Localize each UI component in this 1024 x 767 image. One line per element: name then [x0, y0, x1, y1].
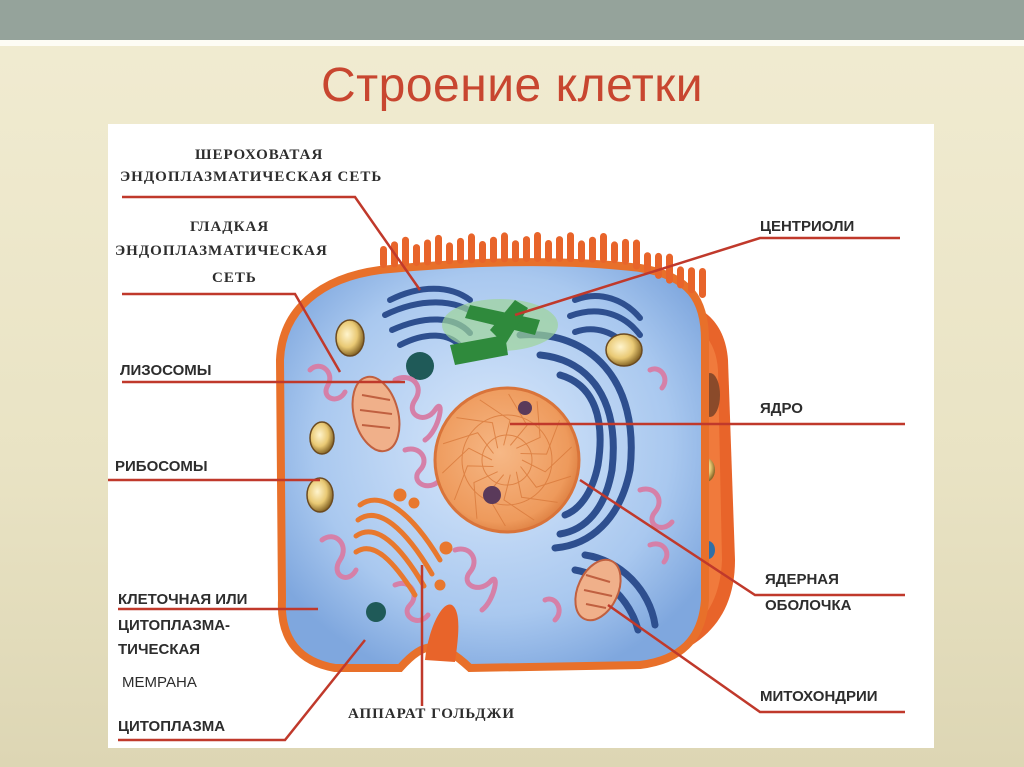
label-smooth-er-line3: СЕТЬ	[212, 270, 257, 286]
microvillus-shape	[578, 240, 585, 263]
chromatin-line	[516, 401, 541, 449]
label-centrioles: ЦЕНТРИОЛИ	[760, 218, 855, 235]
label-nuclear-envelope-line1: ЯДЕРНАЯ	[765, 571, 839, 588]
label-smooth-er-line1: ГЛАДКАЯ	[190, 219, 270, 235]
chromatin-line	[515, 471, 558, 503]
microvillus-shape	[611, 241, 618, 264]
microvillus-shape	[490, 236, 497, 263]
microvillus-shape	[589, 236, 596, 263]
chromatin-line	[456, 417, 499, 449]
centriole-shape	[442, 299, 558, 365]
label-ribosomes: РИБОСОМЫ	[115, 458, 208, 475]
top-divider	[0, 40, 1024, 46]
label-rough-er-line1: ШЕРОХОВАТАЯ	[195, 147, 324, 163]
label-membrane-line1: КЛЕТОЧНАЯ ИЛИ	[118, 591, 248, 608]
nucleolus-shape	[483, 486, 501, 504]
microvillus-shape	[666, 253, 673, 284]
microvillus-shape	[545, 240, 552, 263]
microvillus-shape	[501, 232, 508, 263]
microvillus-shape	[512, 240, 519, 263]
chromatin-line	[520, 419, 561, 455]
slide-title: Строение клетки	[320, 59, 704, 112]
label-nucleus: ЯДРО	[760, 400, 803, 417]
microvillus-shape	[556, 236, 563, 263]
microvillus-shape	[479, 241, 486, 264]
microvillus-shape	[380, 246, 387, 268]
lysosome-shape	[406, 352, 434, 380]
chromatin-ring	[481, 434, 533, 486]
membrane-fold	[425, 604, 459, 662]
chromatin-line	[442, 432, 494, 454]
chromatin-line	[441, 447, 493, 474]
label-mitochondria: МИТОХОНДРИИ	[760, 688, 878, 705]
microvillus-shape	[446, 242, 453, 265]
chromatin-ring	[461, 414, 553, 506]
leader-lines	[108, 195, 905, 742]
microvillus-shape	[655, 252, 662, 279]
microvillus-shape	[633, 239, 640, 270]
microvillus-shape	[468, 233, 475, 264]
microvillus-shape	[622, 238, 629, 265]
label-cytoplasm: ЦИТОПЛАЗМА	[118, 718, 226, 735]
label-smooth-er-line2: ЭНДОПЛАЗМАТИЧЕСКАЯ	[115, 243, 328, 259]
label-membrane-line2: ЦИТОПЛАЗМА-	[118, 617, 231, 634]
label-rough-er-line2: ЭНДОПЛАЗМАТИЧЕСКАЯ СЕТЬ	[120, 169, 383, 185]
top-banner	[0, 0, 1024, 40]
microvillus-shape	[413, 244, 420, 267]
chromatin-line	[479, 399, 511, 446]
label-membrane-line4: МЕМРАНА	[122, 674, 197, 691]
golgi-shape	[353, 488, 453, 598]
microvillus-shape	[567, 232, 574, 263]
microvillus-shape	[699, 268, 706, 298]
label-golgi: АППАРАТ ГОЛЬДЖИ	[348, 706, 516, 722]
vesicle-group	[306, 319, 643, 513]
microvillus-shape	[523, 236, 530, 263]
microvilli	[380, 232, 706, 298]
nucleolus-shape	[518, 401, 532, 415]
chromatin-line	[508, 393, 528, 446]
nucleus-shape	[433, 386, 581, 534]
microvillus-shape	[534, 232, 541, 263]
microvillus-shape	[457, 237, 464, 264]
chromatin-line	[503, 474, 535, 521]
microvillus-shape	[424, 239, 431, 266]
microvillus-shape	[644, 252, 651, 275]
microvillus-shape	[435, 234, 442, 265]
microvillus-shape	[600, 233, 607, 264]
lysosome-shape	[366, 602, 386, 622]
chromatin-line	[521, 446, 573, 473]
microvillus-shape	[677, 266, 684, 289]
microvillus-shape	[688, 267, 695, 294]
chromatin-line	[473, 471, 498, 519]
chromatin-line	[520, 466, 572, 488]
label-nuclear-envelope-line2: ОБОЛОЧКА	[765, 597, 852, 614]
label-membrane-line3: ТИЧЕСКАЯ	[118, 641, 201, 658]
label-lysosomes: ЛИЗОСОМЫ	[120, 362, 212, 379]
chromatin-line	[453, 465, 494, 501]
microvillus-shape	[402, 236, 409, 267]
